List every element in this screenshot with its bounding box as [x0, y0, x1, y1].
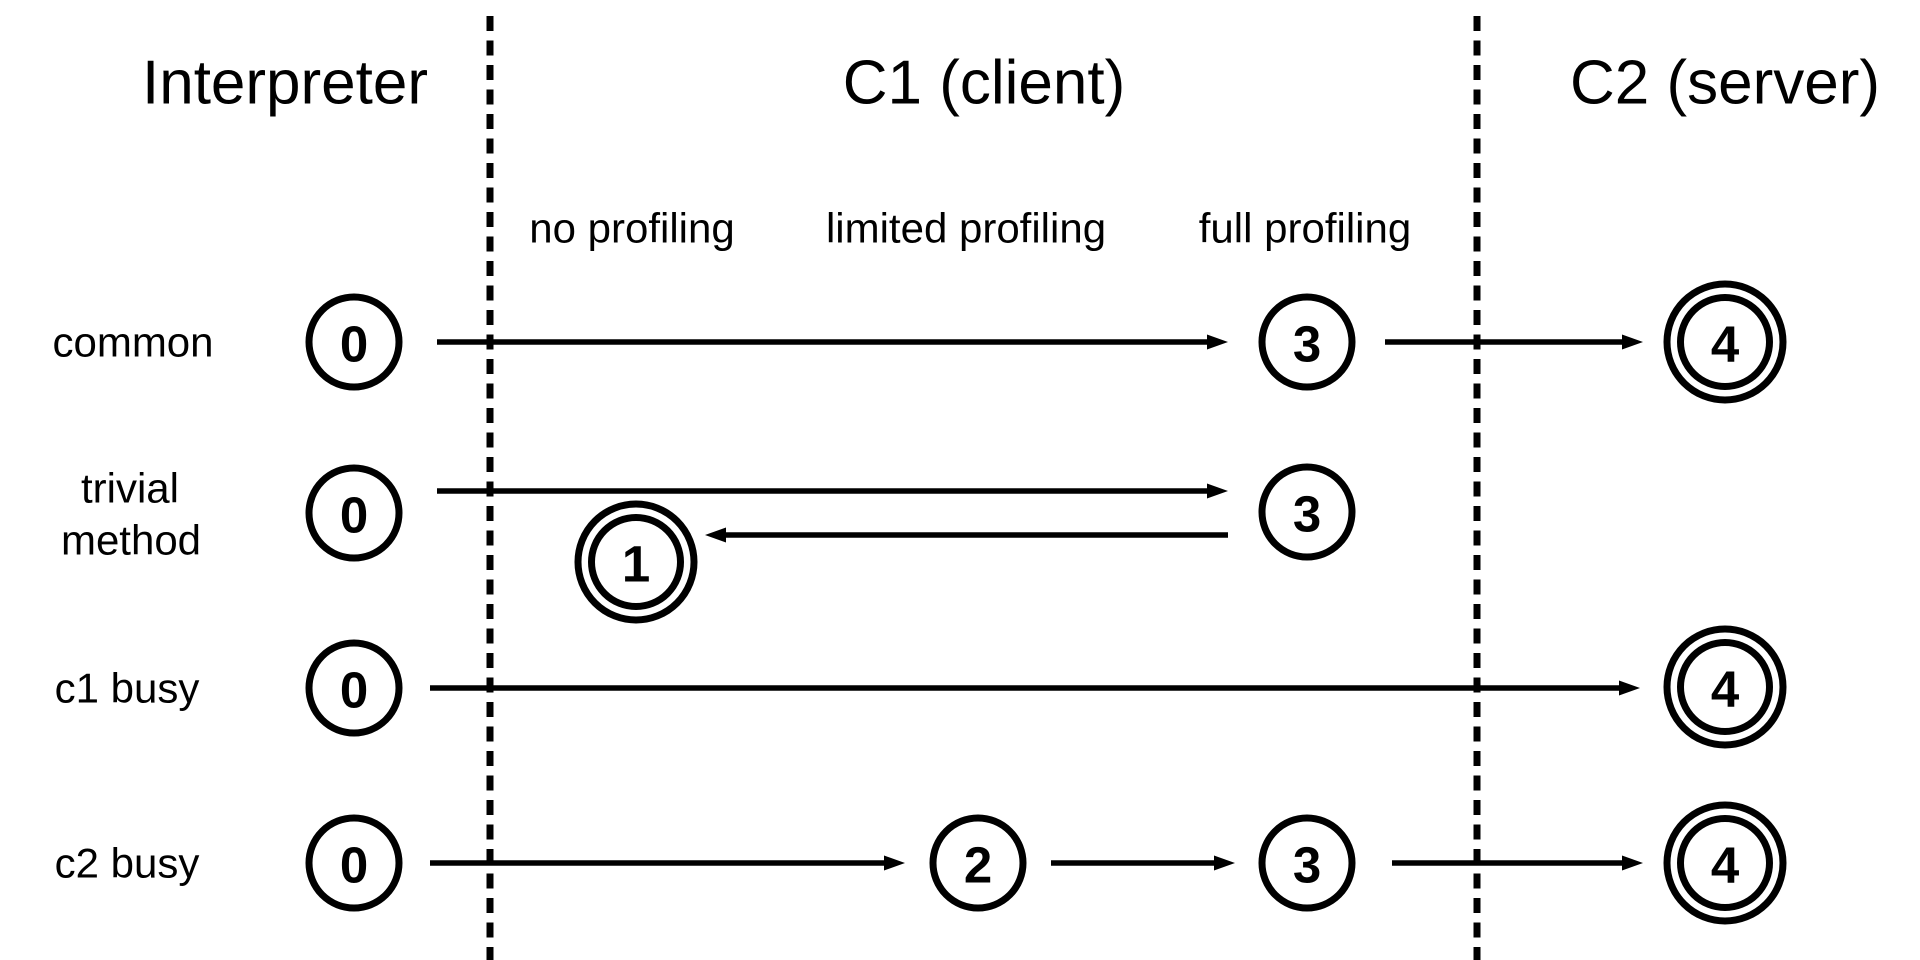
transition-arrow: [430, 680, 1640, 696]
state-node-level-4: 4: [1663, 280, 1787, 404]
state-node-level-1: 1: [574, 500, 698, 624]
row-label: c2 busy: [55, 840, 200, 887]
state-node-level-0: 0: [305, 814, 403, 912]
state-node-level-0: 0: [305, 464, 403, 562]
state-level-number: 1: [622, 536, 650, 593]
transition-arrow: [430, 855, 905, 871]
profiling-label-limited-profiling: limited profiling: [826, 205, 1106, 252]
transition-arrow: [437, 483, 1228, 499]
state-node-level-3: 3: [1258, 463, 1356, 561]
state-node-level-0: 0: [305, 639, 403, 737]
column-separators: [486, 16, 1481, 960]
state-circle: [305, 814, 403, 912]
column-headers: Interpreter C1 (client) C2 (server): [142, 49, 1880, 118]
state-circle: [929, 814, 1027, 912]
state-node-level-0: 0: [305, 293, 403, 391]
row-label: trivial: [81, 465, 179, 512]
column-header-interpreter: Interpreter: [142, 49, 428, 118]
state-circle: [305, 293, 403, 391]
row-label: common: [52, 319, 213, 366]
transition-arrow: [1392, 855, 1643, 871]
state-circle: [1258, 463, 1356, 561]
state-circle-inner: [588, 514, 684, 610]
state-level-number: 3: [1293, 837, 1321, 894]
state-node-level-3: 3: [1258, 814, 1356, 912]
state-level-number: 2: [964, 837, 992, 894]
row-c1-busy: c1 busy 0 4: [55, 625, 1787, 749]
column-header-c1-client: C1 (client): [843, 49, 1126, 118]
row-trivial-method: trivial method 0 3 1: [61, 463, 1356, 624]
state-circle: [305, 639, 403, 737]
state-level-number: 4: [1711, 837, 1740, 894]
row-common: common 0 3 4: [52, 280, 1787, 404]
state-level-number: 3: [1293, 316, 1321, 373]
arrowhead-icon: [884, 855, 905, 871]
arrowhead-icon: [1207, 483, 1228, 499]
row-label: c1 busy: [55, 665, 200, 712]
state-level-number: 3: [1293, 486, 1321, 543]
arrowhead-icon: [1619, 680, 1640, 696]
profiling-label-full-profiling: full profiling: [1199, 205, 1411, 252]
state-circle: [305, 464, 403, 562]
state-circle: [1258, 293, 1356, 391]
state-circle-outer: [1663, 625, 1787, 749]
state-level-number: 4: [1711, 316, 1740, 373]
arrowhead-icon: [1207, 334, 1228, 350]
state-circle-inner: [1677, 294, 1773, 390]
transition-arrow: [1051, 855, 1235, 871]
state-node-level-4: 4: [1663, 801, 1787, 925]
state-node-level-4: 4: [1663, 625, 1787, 749]
arrowhead-icon: [1622, 334, 1643, 350]
arrowhead-icon: [705, 527, 726, 543]
arrowhead-icon: [1622, 855, 1643, 871]
state-circle: [1258, 814, 1356, 912]
state-level-number: 0: [340, 487, 368, 544]
row-label: method: [61, 517, 201, 564]
state-level-number: 0: [340, 837, 368, 894]
state-node-level-2: 2: [929, 814, 1027, 912]
arrowhead-icon: [1214, 855, 1235, 871]
state-circle-outer: [1663, 801, 1787, 925]
state-node-level-3: 3: [1258, 293, 1356, 391]
transition-arrow: [705, 527, 1228, 543]
state-level-number: 4: [1711, 661, 1740, 718]
state-level-number: 0: [340, 662, 368, 719]
profiling-labels: no profiling limited profiling full profil…: [529, 205, 1411, 252]
state-circle-inner: [1677, 815, 1773, 911]
transition-arrow: [437, 334, 1228, 350]
column-header-c2-server: C2 (server): [1570, 49, 1880, 118]
transition-arrow: [1385, 334, 1643, 350]
profiling-label-no-profiling: no profiling: [529, 205, 734, 252]
state-circle-outer: [574, 500, 698, 624]
state-circle-inner: [1677, 639, 1773, 735]
state-level-number: 0: [340, 316, 368, 373]
state-circle-outer: [1663, 280, 1787, 404]
row-c2-busy: c2 busy 0 2 3 4: [55, 801, 1787, 925]
